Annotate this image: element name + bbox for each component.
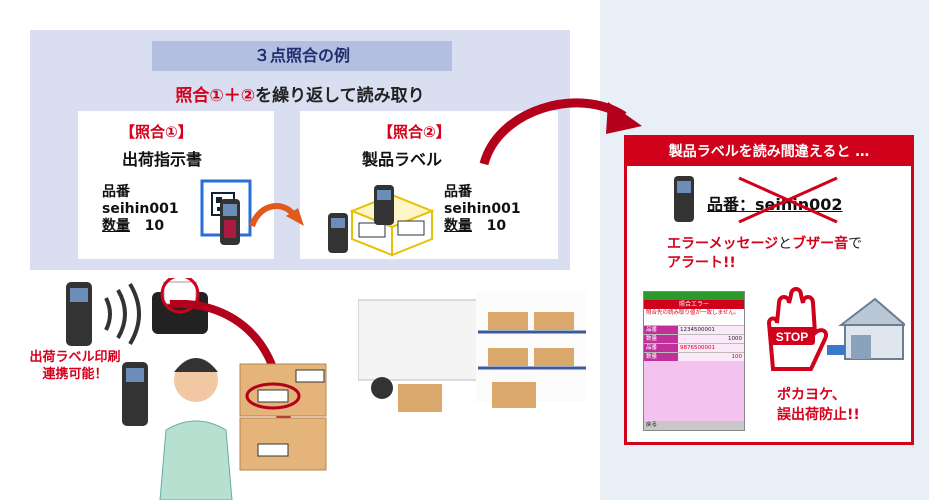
- stop-line1: ポカヨケ、: [777, 387, 846, 403]
- screen-row-value: 9876500001: [680, 345, 715, 351]
- stop-hand-icon: STOP: [766, 287, 905, 371]
- screen-row-key: 数量: [644, 335, 678, 343]
- handheld-scanner-icon: [674, 176, 694, 222]
- screen-message: 照合先の読み取り値が一致しません。: [644, 309, 744, 325]
- warehouse-truck-illustration: [358, 292, 586, 412]
- screen-row-key: 数量: [644, 353, 678, 361]
- stop-sign-text: STOP: [776, 330, 808, 344]
- card2-line2: seihin001: [444, 201, 521, 217]
- error-message-text: エラーメッセージとブザー音で アラート!!: [667, 235, 862, 273]
- subtitle-rest: を繰り返して読み取り: [255, 86, 425, 106]
- handheld-scanner-icon: [220, 199, 240, 245]
- card1-qty: 数量 10: [102, 218, 179, 235]
- card2-name: 製品ラベル: [362, 150, 443, 169]
- card1-qty-label: 数量: [102, 218, 130, 234]
- card2-line1: 品番: [444, 184, 472, 200]
- card1-qty-value: 10: [144, 218, 165, 234]
- error-alert-box: 製品ラベルを読み間違えると … 品番：seihin002 エラーメッセージとブザ…: [624, 135, 914, 445]
- screen-back-button[interactable]: 戻る: [644, 421, 744, 430]
- stop-line2: 誤出荷防止!!: [777, 407, 860, 423]
- barcode-boxes-icon: [328, 185, 435, 257]
- screen-row-key: 品番: [644, 344, 678, 352]
- card2-label: 品番 seihin001 数量 10: [444, 184, 521, 235]
- screen-row-value: 100: [731, 354, 743, 360]
- screen-status-bar: [644, 292, 744, 300]
- card2-qty-label: 数量: [444, 218, 472, 234]
- worker-with-boxes-illustration: [122, 300, 327, 500]
- card1-line1: 品番: [102, 184, 130, 200]
- err-de: で: [848, 236, 863, 252]
- screen-row: 数量 100: [644, 352, 744, 361]
- link-line2: 連携可能！: [42, 367, 108, 382]
- err-red2: ブザー音: [792, 236, 849, 252]
- screen-row-key: 品番: [644, 326, 678, 334]
- err-and: と: [778, 236, 793, 252]
- screen-row: 数量 1000: [644, 334, 744, 343]
- card-product-label: 【照合②】 製品ラベル 品番 seihin001 数量 10: [300, 111, 558, 259]
- card2-heading: 【照合②】: [378, 123, 451, 141]
- panel-title: ３点照合の例: [152, 41, 452, 71]
- screen-row-value: 1234500001: [680, 327, 715, 333]
- cross-out-icon: [738, 176, 838, 224]
- err-red1: エラーメッセージ: [667, 236, 779, 252]
- red-arrow-icon: [479, 98, 642, 166]
- subtitle-highlight: 照合①＋②: [175, 86, 256, 106]
- stop-note: ポカヨケ、 誤出荷防止!!: [777, 385, 860, 425]
- card1-name: 出荷指示書: [122, 150, 203, 169]
- orange-arrow-icon: [249, 203, 304, 228]
- card-shipping-instruction: 【照合①】 出荷指示書 品番 seihin001 数量 10: [78, 111, 274, 259]
- screen-row-value: 1000: [728, 336, 742, 342]
- card2-qty: 数量 10: [444, 218, 521, 235]
- card1-label: 品番 seihin001 数量 10: [102, 184, 179, 235]
- card1-line2: seihin001: [102, 201, 179, 217]
- panel-subtitle: 照合①＋②を繰り返して読み取り: [30, 81, 570, 106]
- link-line1: 出荷ラベル印刷: [29, 350, 121, 365]
- screen-title: 照合エラー: [644, 300, 744, 309]
- card2-qty-value: 10: [486, 218, 507, 234]
- alert-header: 製品ラベルを読み間違えると …: [627, 138, 911, 166]
- label-print-note: 出荷ラベル印刷 連携可能！: [20, 349, 130, 383]
- err-line2: アラート!!: [667, 255, 736, 271]
- card1-heading: 【照合①】: [120, 123, 193, 141]
